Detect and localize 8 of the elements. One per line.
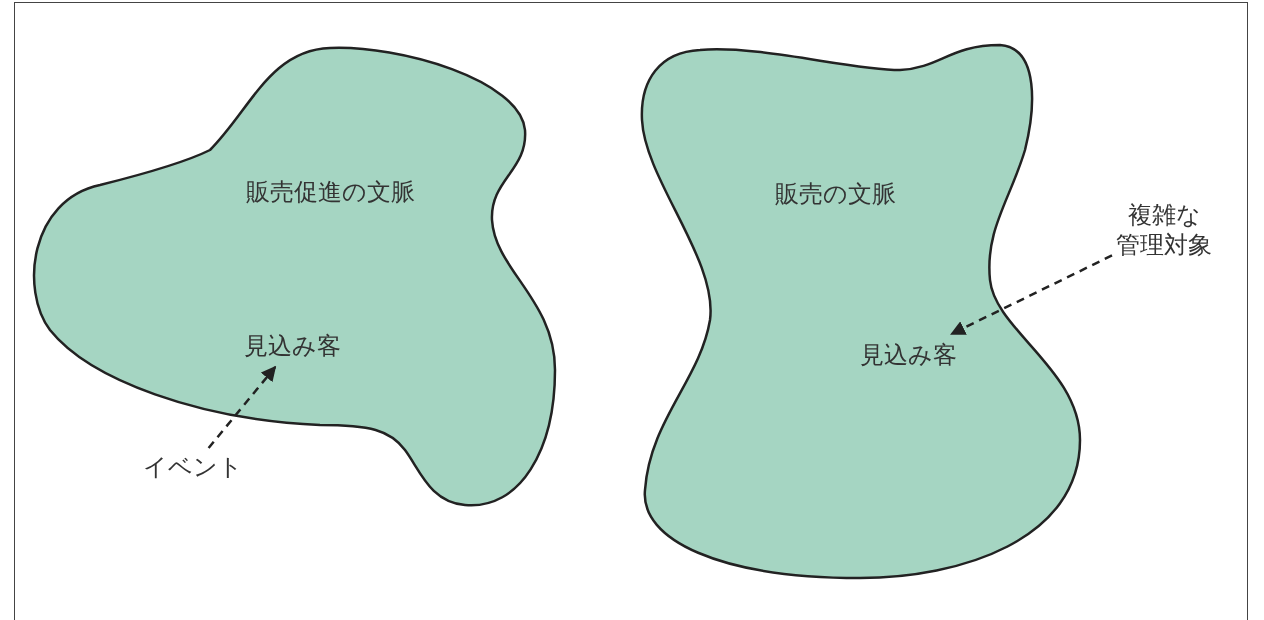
dashed-arrow bbox=[950, 254, 1113, 336]
dashed-arrow bbox=[207, 365, 277, 449]
text-label: 複雑な管理対象 bbox=[1116, 200, 1212, 260]
text-label: イベント bbox=[143, 452, 243, 482]
region-title: 販売の文脈 bbox=[774, 179, 896, 210]
text-label: 見込み客 bbox=[860, 340, 957, 370]
region-title: 販売促進の文脈 bbox=[245, 177, 415, 208]
text-label: 見込み客 bbox=[244, 331, 341, 361]
